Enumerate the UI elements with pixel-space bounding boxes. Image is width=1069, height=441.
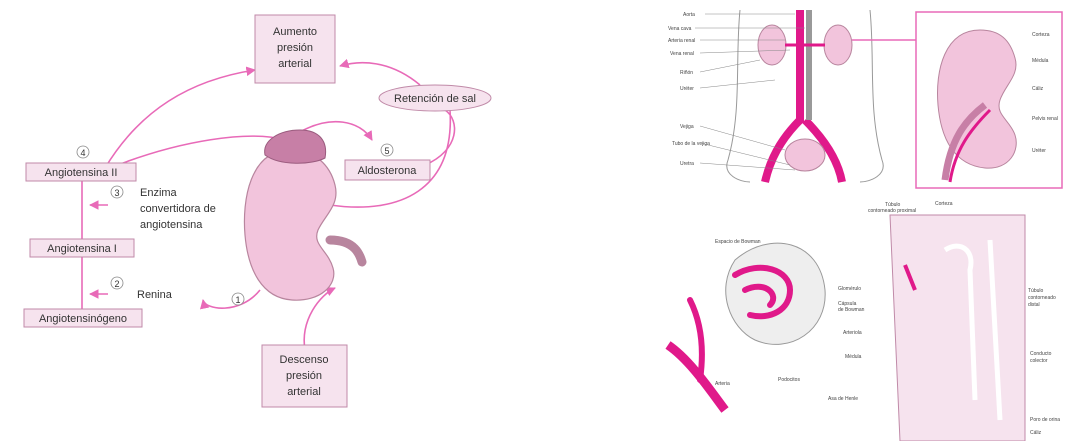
label-arteria: Arteria xyxy=(715,381,730,387)
label-asa-henle: Asa de Henle xyxy=(828,396,858,402)
adrenal-gland xyxy=(265,130,326,163)
arrow-retencion-to-aumento xyxy=(340,63,420,85)
torso-outline xyxy=(727,10,750,182)
step-5-number: 5 xyxy=(384,146,389,156)
retencion-label: Retención de sal xyxy=(394,93,476,105)
torso-outline-right xyxy=(860,10,883,182)
label-pelvis-renal: Pelvis renal xyxy=(1032,116,1058,122)
kidney-shape xyxy=(244,150,336,300)
label-ureter-section: Uréter xyxy=(1032,148,1046,154)
label-vejiga: Vejiga xyxy=(680,124,694,130)
label-distal-2: contorneado xyxy=(1028,295,1056,301)
label-rinon: Riñón xyxy=(680,70,693,76)
descenso-line-1: Descenso xyxy=(280,354,329,366)
angiotensina-i-label: Angiotensina I xyxy=(47,243,117,255)
step-2-marker: 2 xyxy=(111,277,123,289)
label-capsula-2: de Bowman xyxy=(838,307,865,313)
arrow-kidney-to-retencion xyxy=(330,110,450,207)
label-aorta: Aorta xyxy=(683,12,695,18)
label-ureter: Uréter xyxy=(680,86,694,92)
angiotensina-i-box: Angiotensina I xyxy=(30,239,134,257)
renina-label: Renina xyxy=(137,289,173,301)
enzima-label: Enzima convertidora de angiotensina xyxy=(140,187,216,231)
step-5-marker: 5 xyxy=(381,144,393,156)
label-proximal-2: contorneado proximal xyxy=(868,208,916,214)
bowman-capsule xyxy=(726,243,825,344)
angiotensinogeno-label: Angiotensinógeno xyxy=(39,313,127,325)
label-caliz: Cáliz xyxy=(1032,86,1044,92)
renin-angiotensin-diagram: Aumento presión arterial Retención de sa… xyxy=(24,15,491,407)
aldosterona-label: Aldosterona xyxy=(358,165,418,177)
label-vena-renal: Vena renal xyxy=(670,51,694,57)
label-distal-3: distal xyxy=(1028,302,1040,308)
descenso-line-2: presión xyxy=(286,370,322,382)
kidney-section-diagram: Corteza Médula Cáliz Pelvis renal Uréter xyxy=(916,12,1062,188)
label-arteriola: Arteriola xyxy=(843,330,862,336)
label-medula: Médula xyxy=(1032,58,1049,64)
angiotensinogeno-box: Angiotensinógeno xyxy=(24,309,142,327)
step-2-number: 2 xyxy=(114,279,119,289)
enzima-line-1: Enzima xyxy=(140,187,178,199)
enzima-line-3: angiotensina xyxy=(140,219,203,231)
aumento-box: Aumento presión arterial xyxy=(255,15,335,83)
angiotensina-ii-box: Angiotensina II xyxy=(26,163,136,181)
aumento-line-1: Aumento xyxy=(273,26,317,38)
label-distal-1: Túbulo xyxy=(1028,288,1044,294)
label-caliz-nephron: Cáliz xyxy=(1030,430,1042,436)
label-corteza-nephron: Corteza xyxy=(935,201,953,207)
arrow-angiotensin-to-aumento xyxy=(105,70,255,168)
label-poro-orina: Poro de orina xyxy=(1030,417,1060,423)
ureter xyxy=(330,240,362,262)
vena-cava xyxy=(806,10,812,120)
nephron-cortex-block xyxy=(890,215,1025,441)
label-glomerulo: Glomérulo xyxy=(838,286,861,292)
right-kidney xyxy=(824,25,852,65)
descenso-box: Descenso presión arterial xyxy=(262,345,347,407)
label-bowman-space: Espacio de Bowman xyxy=(715,239,761,245)
angiotensina-ii-label: Angiotensina II xyxy=(45,167,118,179)
enzima-line-2: convertidora de xyxy=(140,203,216,215)
bladder xyxy=(785,139,825,171)
step-1-number: 1 xyxy=(235,295,240,305)
label-podocitos: Podocitos xyxy=(778,377,800,383)
label-corteza: Corteza xyxy=(1032,32,1050,38)
step-1-marker: 1 xyxy=(232,293,244,305)
retencion-ellipse: Retención de sal xyxy=(379,85,491,111)
label-vena-cava: Vena cava xyxy=(668,26,692,32)
kidney-section-labels: Corteza Médula Cáliz Pelvis renal Uréter xyxy=(1032,32,1058,154)
step-4-number: 4 xyxy=(80,148,85,158)
left-kidney xyxy=(758,25,786,65)
arrow-kidney-renin xyxy=(203,290,260,308)
step-3-marker: 3 xyxy=(111,186,123,198)
nephron-diagram: Espacio de Bowman Túbulo contorneado pro… xyxy=(668,201,1060,441)
label-colector-2: colector xyxy=(1030,358,1048,364)
aldosterona-box: Aldosterona xyxy=(345,160,430,180)
afferent-artery xyxy=(668,345,725,410)
urinary-system-diagram: Aorta Vena cava Arteria renal Vena renal… xyxy=(668,10,916,182)
label-colector-1: Conducto xyxy=(1030,351,1052,357)
step-4-marker: 4 xyxy=(77,146,89,158)
label-medula-nephron: Médula xyxy=(845,354,862,360)
step-3-number: 3 xyxy=(114,188,119,198)
aumento-line-2: presión xyxy=(277,42,313,54)
kidney-illustration xyxy=(244,130,362,300)
label-arteria-renal: Arteria renal xyxy=(668,38,695,44)
descenso-line-3: arterial xyxy=(287,386,321,398)
aumento-line-3: arterial xyxy=(278,58,312,70)
label-uretra: Uretra xyxy=(680,161,694,167)
